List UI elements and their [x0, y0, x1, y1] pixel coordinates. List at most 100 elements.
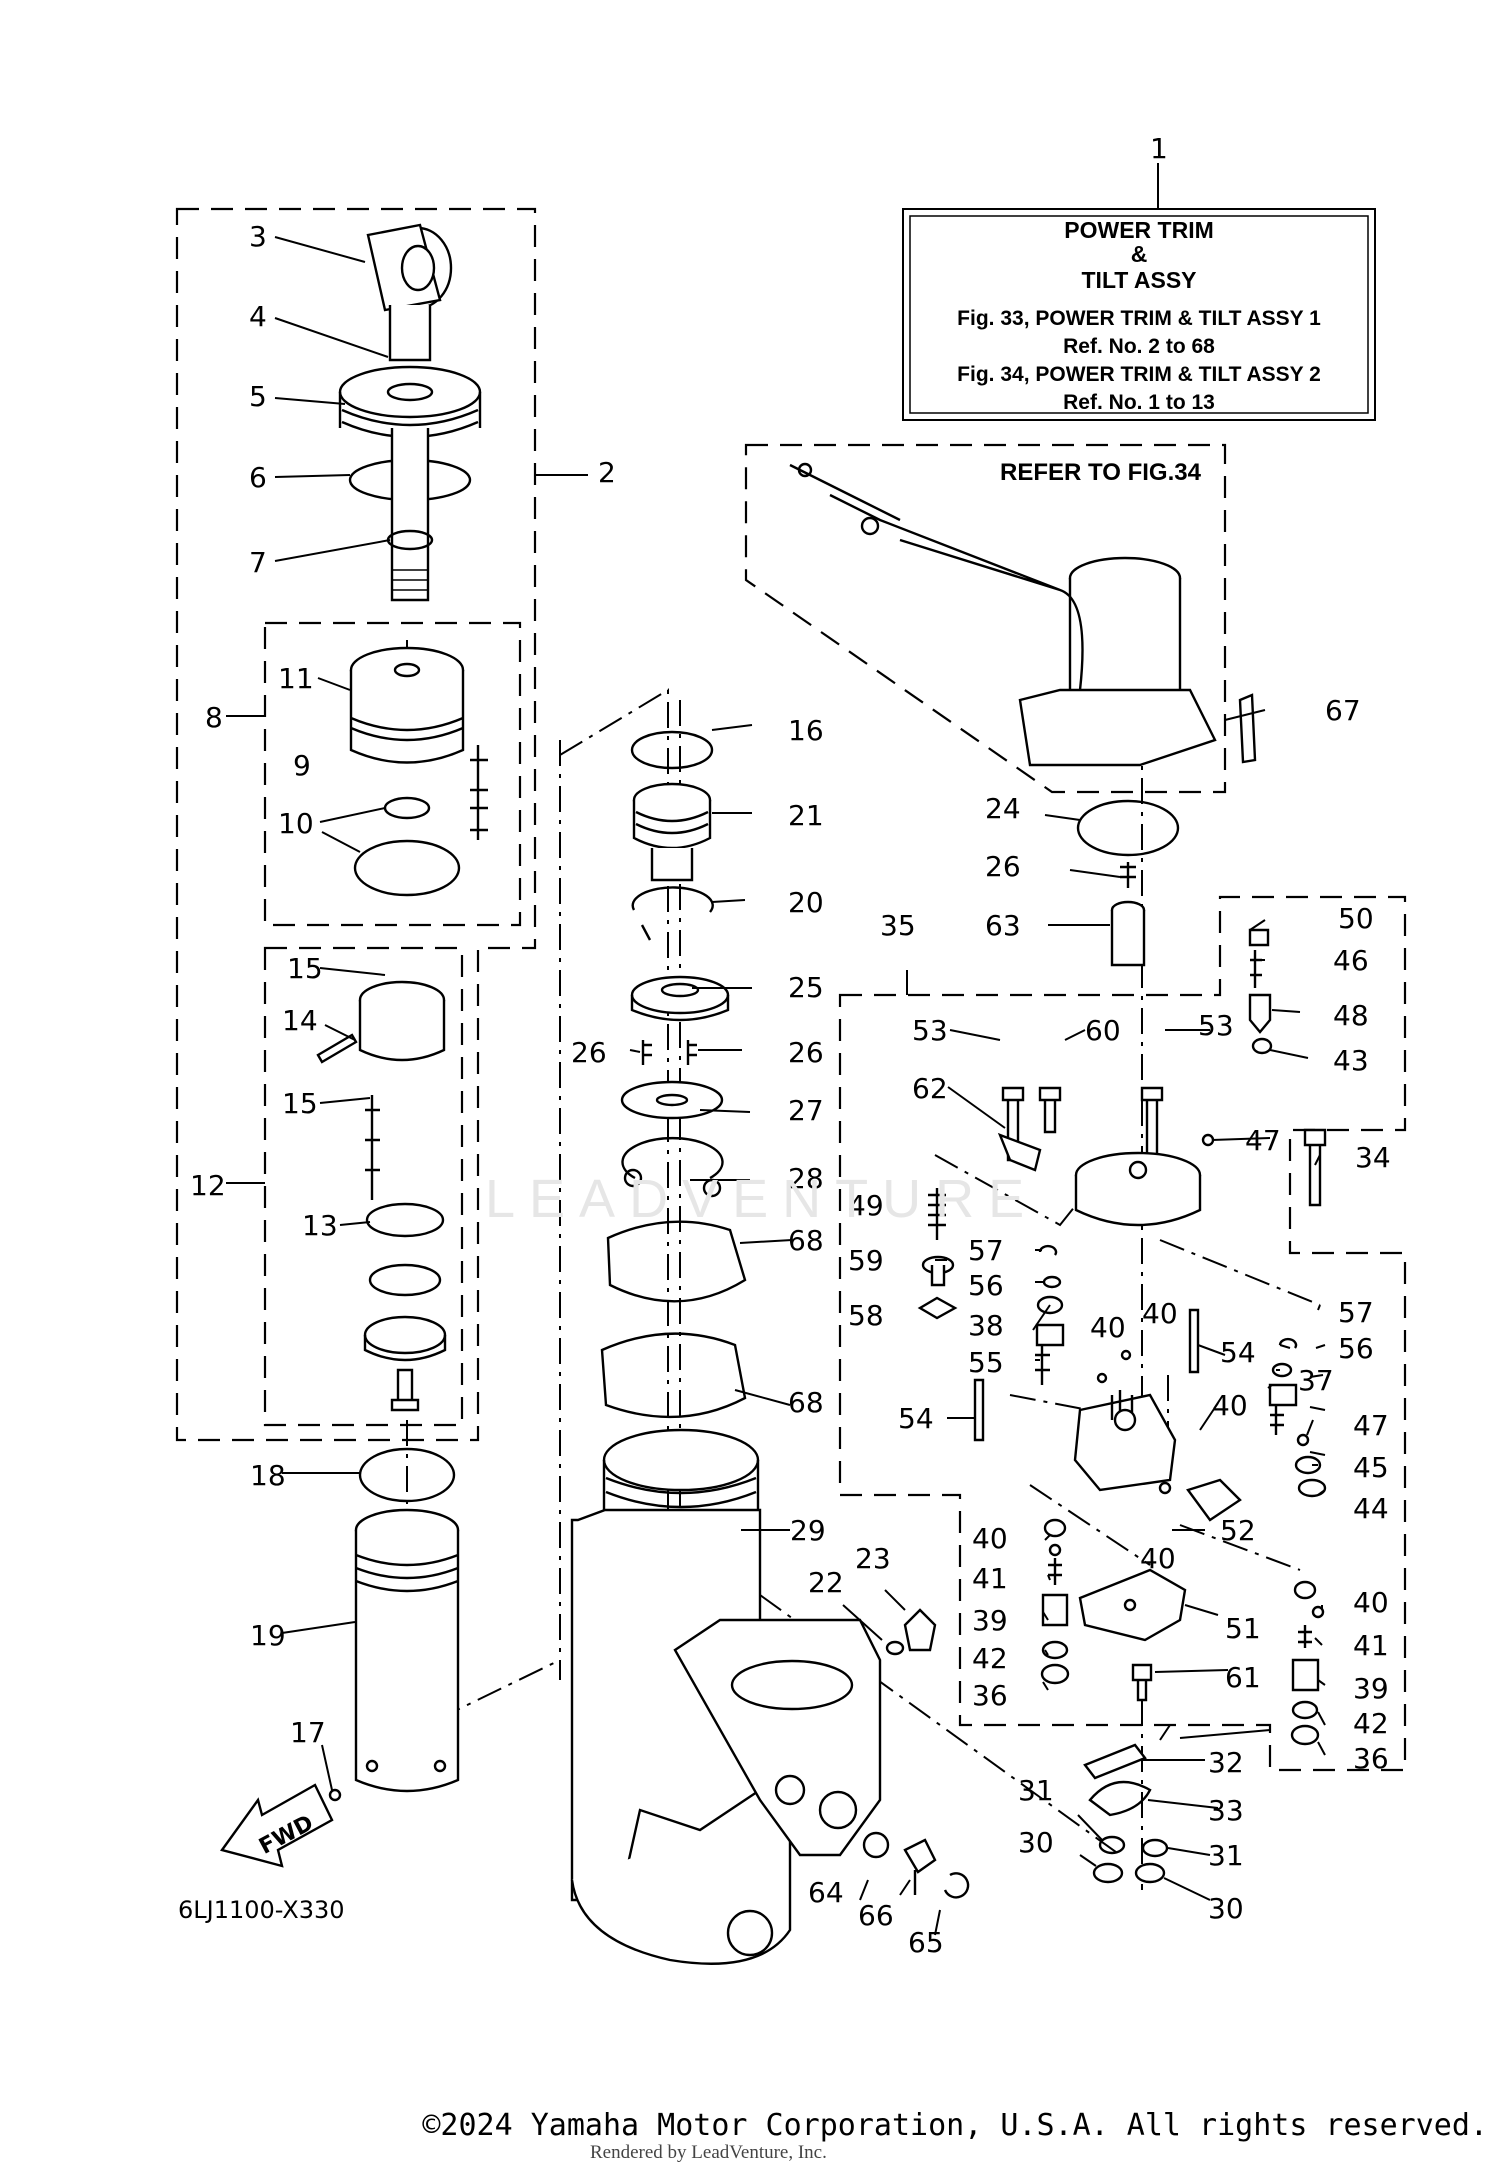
callout-58: 58 [848, 1299, 884, 1332]
callout-26c: 26 [985, 850, 1021, 883]
info-title-1: POWER TRIM [1064, 217, 1214, 243]
group-8-box [263, 621, 522, 927]
callout-56a: 56 [968, 1269, 1004, 1302]
housing-parts [570, 730, 970, 1965]
info-title-3: TILT ASSY [1082, 267, 1197, 293]
callout-43: 43 [1333, 1044, 1369, 1077]
callout-35: 35 [880, 909, 916, 942]
fwd-arrow: FWD [220, 1783, 334, 1868]
callout-30b: 30 [1208, 1892, 1244, 1925]
tilt-ram-parts [316, 223, 488, 1802]
info-title-2: & [1131, 241, 1148, 267]
callout-40b: 40 [1142, 1297, 1178, 1330]
callout-22: 22 [808, 1566, 844, 1599]
callout-26b: 26 [788, 1036, 824, 1069]
assembly-line-axis [406, 640, 1169, 1890]
callout-49: 49 [848, 1189, 884, 1222]
watermark: LEADVENTURE [485, 1169, 1039, 1229]
callout-48: 48 [1333, 999, 1369, 1032]
callout-31a: 31 [1018, 1774, 1054, 1807]
callout-52: 52 [1220, 1514, 1256, 1547]
callout-33: 33 [1208, 1794, 1244, 1827]
callout-10: 10 [278, 807, 314, 840]
callout-30a: 30 [1018, 1826, 1054, 1859]
callout-45: 45 [1353, 1451, 1389, 1484]
callout-62: 62 [912, 1072, 948, 1105]
callout-65: 65 [908, 1926, 944, 1959]
info-ref-1-range: Ref. No. 2 to 68 [1063, 335, 1215, 358]
callout-51: 51 [1225, 1612, 1261, 1645]
callout-40e: 40 [972, 1522, 1008, 1555]
callout-32: 32 [1208, 1746, 1244, 1779]
callout-68a: 68 [788, 1224, 824, 1257]
callout-40f: 40 [1353, 1586, 1389, 1619]
callout-9: 9 [293, 749, 311, 782]
callout-20: 20 [788, 886, 824, 919]
callout-40d: 40 [1140, 1542, 1176, 1575]
callout-27: 27 [788, 1094, 824, 1127]
callout-44: 44 [1353, 1492, 1389, 1525]
callout-23: 23 [855, 1542, 891, 1575]
callout-68b: 68 [788, 1386, 824, 1419]
info-ref-1: Fig. 33, POWER TRIM & TILT ASSY 1 [957, 307, 1321, 330]
callout-40c: 40 [1212, 1389, 1248, 1422]
callout-42a: 42 [972, 1642, 1008, 1675]
callout-19: 19 [250, 1619, 286, 1652]
callout-57a: 57 [968, 1234, 1004, 1267]
callout-55: 55 [968, 1346, 1004, 1379]
rendered-by: Rendered by LeadVenture, Inc. [590, 2142, 827, 2163]
callout-34: 34 [1355, 1141, 1391, 1174]
callout-42b: 42 [1353, 1707, 1389, 1740]
callout-56b: 56 [1338, 1332, 1374, 1365]
callout-53a: 53 [912, 1014, 948, 1047]
leader-lines [226, 190, 1326, 1936]
copyright-text: ©2024 Yamaha Motor Corporation, U.S.A. A… [422, 2108, 1488, 2143]
group-2-box [175, 207, 537, 1442]
callout-16: 16 [788, 714, 824, 747]
callout-14: 14 [282, 1004, 318, 1037]
callout-54a: 54 [1220, 1336, 1256, 1369]
callout-11: 11 [278, 662, 314, 695]
refer-note: REFER TO FIG.34 [1000, 459, 1202, 486]
callout-57b: 57 [1338, 1296, 1374, 1329]
callout-36b: 36 [1353, 1742, 1389, 1775]
callout-17: 17 [290, 1716, 326, 1749]
callout-61: 61 [1225, 1661, 1261, 1694]
callout-21: 21 [788, 799, 824, 832]
callout-5: 5 [249, 380, 267, 413]
callout-66: 66 [858, 1899, 894, 1932]
info-ref-2: Fig. 34, POWER TRIM & TILT ASSY 2 [957, 363, 1321, 386]
callout-47b: 47 [1353, 1409, 1389, 1442]
callout-1: 1 [1150, 132, 1168, 165]
callout-12: 12 [190, 1169, 226, 1202]
callout-28: 28 [788, 1162, 824, 1195]
callout-41a: 41 [972, 1562, 1008, 1595]
info-ref-2-range: Ref. No. 1 to 13 [1063, 391, 1215, 414]
callout-41b: 41 [1353, 1629, 1389, 1662]
callout-labels: 1 2 3 4 5 6 7 8 9 10 11 12 13 14 15 15 1… [190, 132, 1391, 1959]
callout-7: 7 [249, 546, 267, 579]
callout-8: 8 [205, 701, 223, 734]
callout-40a: 40 [1090, 1311, 1126, 1344]
callout-39a: 39 [972, 1604, 1008, 1637]
callout-15b: 15 [282, 1087, 318, 1120]
callout-31b: 31 [1208, 1839, 1244, 1872]
info-box: POWER TRIM & TILT ASSY Fig. 33, POWER TR… [902, 208, 1376, 421]
callout-67: 67 [1325, 694, 1361, 727]
callout-39b: 39 [1353, 1672, 1389, 1705]
callout-59: 59 [848, 1244, 884, 1277]
callout-36a: 36 [972, 1679, 1008, 1712]
drawing-code: 6LJ1100-X330 [178, 1896, 345, 1924]
callout-4: 4 [249, 300, 267, 333]
callout-46: 46 [1333, 944, 1369, 977]
callout-53b: 53 [1198, 1009, 1234, 1042]
callout-3: 3 [249, 220, 267, 253]
callout-24: 24 [985, 792, 1021, 825]
callout-15a: 15 [287, 952, 323, 985]
callout-47a: 47 [1245, 1124, 1281, 1157]
callout-64: 64 [808, 1876, 844, 1909]
callout-63: 63 [985, 909, 1021, 942]
callout-29: 29 [790, 1514, 826, 1547]
callout-38: 38 [968, 1309, 1004, 1342]
